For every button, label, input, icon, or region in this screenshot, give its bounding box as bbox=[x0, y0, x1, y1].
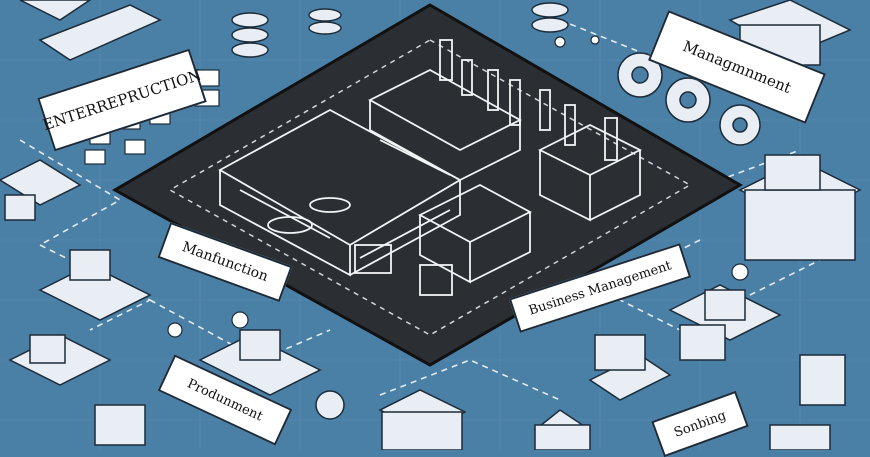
top-left-computer bbox=[19, 0, 162, 61]
left-workstations bbox=[0, 159, 322, 446]
right-equipment bbox=[588, 0, 862, 450]
bottom-center-units bbox=[315, 389, 592, 450]
status-icons bbox=[167, 35, 749, 338]
gear-icons bbox=[617, 52, 761, 146]
factory-buildings bbox=[218, 39, 643, 296]
data-stacks bbox=[231, 2, 569, 58]
